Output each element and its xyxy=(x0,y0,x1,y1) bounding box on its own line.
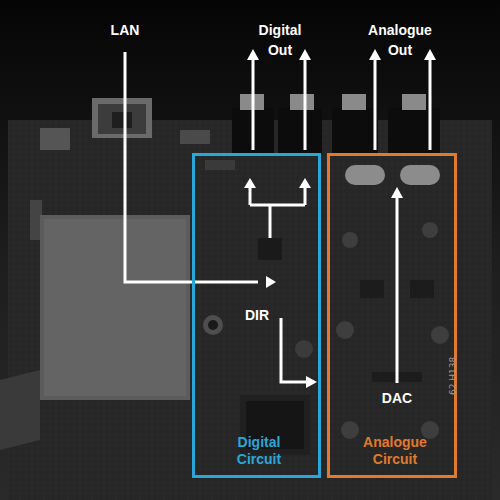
signal-label: Analogue Out xyxy=(360,20,440,60)
signal-label: DIR xyxy=(235,305,279,325)
region-label: Digital Circuit xyxy=(223,434,295,468)
signal-label: Digital Out xyxy=(248,20,312,60)
signal-label: LAN xyxy=(100,20,150,40)
signal-label: DAC xyxy=(375,388,419,408)
region-label: Analogue Circuit xyxy=(350,434,440,468)
board-marking: 62 H138 xyxy=(448,315,458,395)
circuit-region: Analogue Circuit xyxy=(327,153,457,478)
